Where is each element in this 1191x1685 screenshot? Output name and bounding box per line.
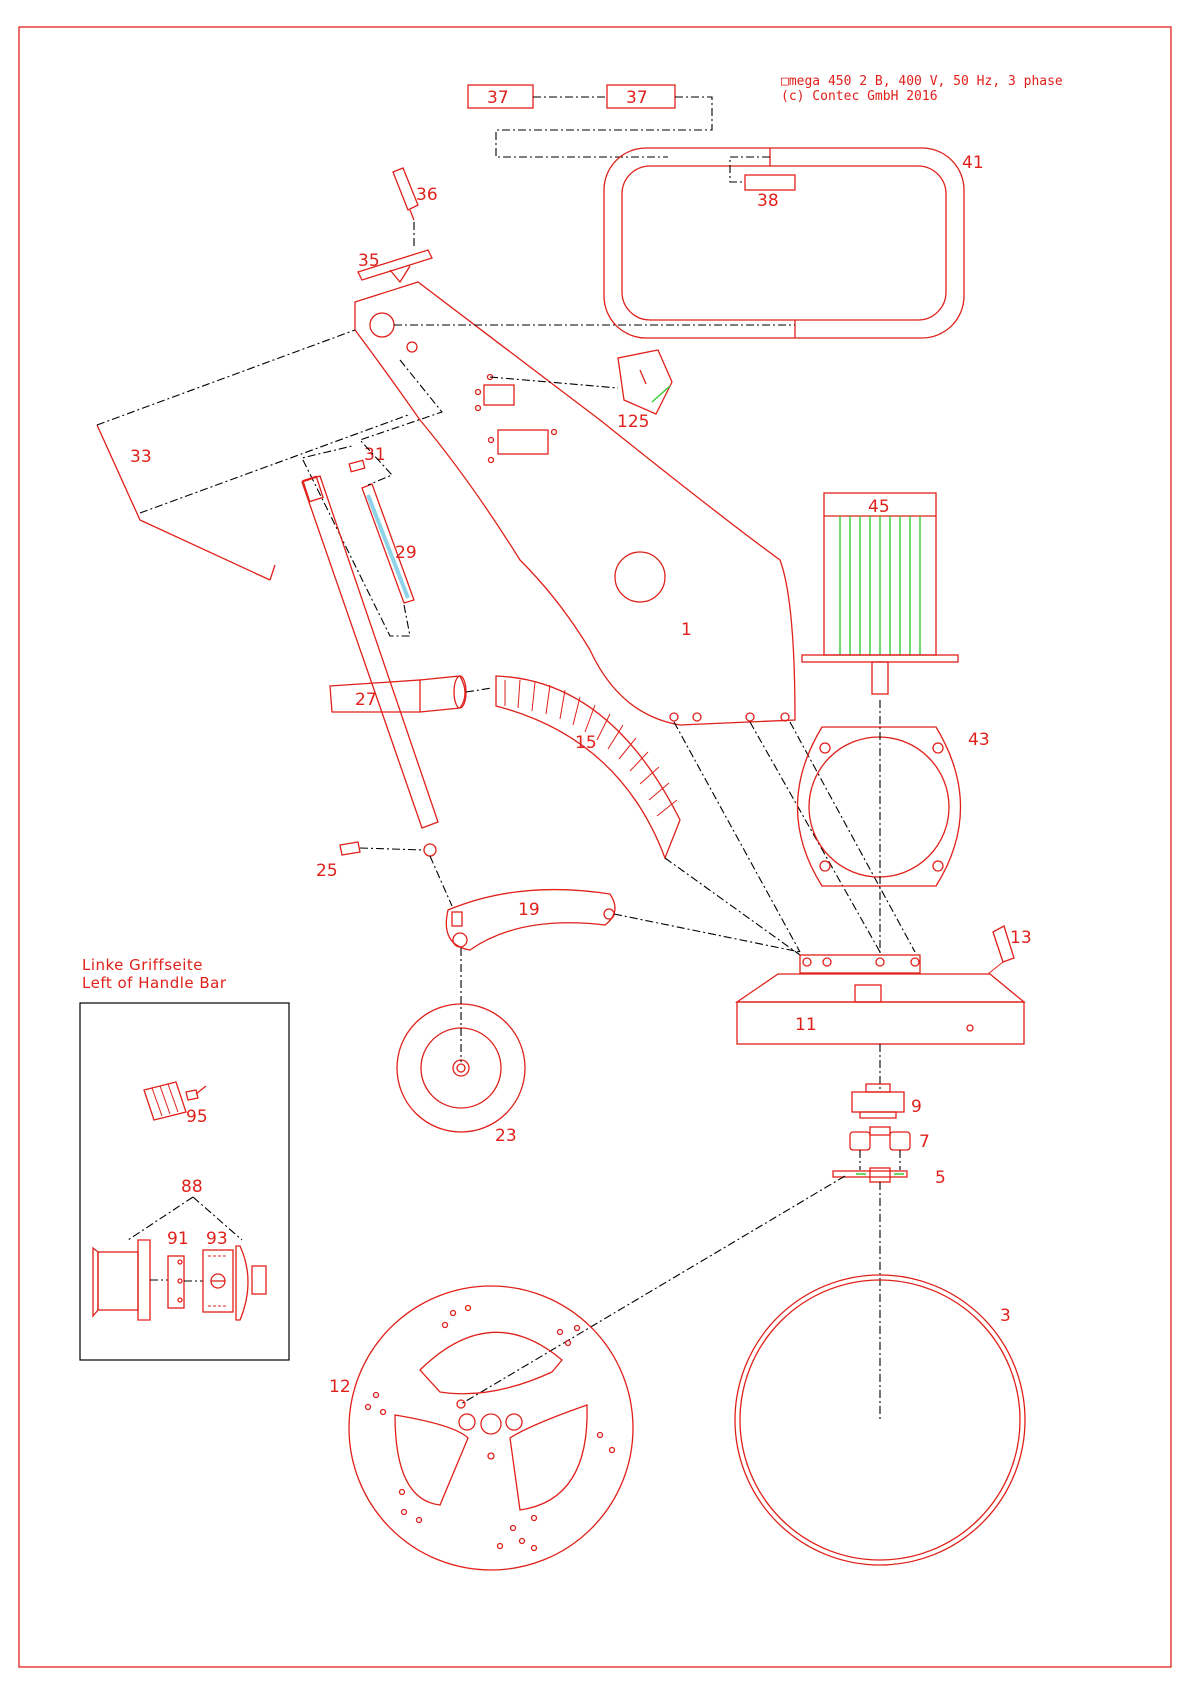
- label-43: 43: [968, 730, 990, 750]
- part-88-knob: [236, 1246, 266, 1320]
- part-11-base: 11: [737, 955, 1024, 1044]
- label-15: 15: [575, 733, 597, 753]
- label-7: 7: [919, 1132, 930, 1152]
- part-88-housing: [93, 1240, 168, 1320]
- inset-caption-en: Left of Handle Bar: [82, 974, 227, 992]
- label-5: 5: [935, 1168, 946, 1188]
- part-38: 38: [730, 157, 795, 211]
- label-25: 25: [316, 861, 338, 881]
- part-3-pad: 3: [735, 1275, 1025, 1565]
- label-29: 29: [395, 543, 417, 563]
- header-model-line: □mega 450 2 B, 400 V, 50 Hz, 3 phase: [781, 74, 1063, 89]
- part-41-frame: 41: [604, 148, 984, 338]
- part-37-right: 37: [607, 85, 675, 108]
- part-125: 125: [617, 350, 672, 432]
- label-19: 19: [518, 900, 540, 920]
- label-88: 88: [181, 1177, 203, 1197]
- part-23-wheel: 23: [397, 1004, 525, 1146]
- part-91: 91: [167, 1229, 189, 1308]
- label-13: 13: [1010, 928, 1032, 948]
- label-36: 36: [416, 185, 438, 205]
- label-3: 3: [1000, 1306, 1011, 1326]
- label-45: 45: [868, 497, 890, 517]
- part-19-arm: 19: [446, 890, 615, 950]
- page-border: [19, 27, 1171, 1667]
- label-95: 95: [186, 1107, 208, 1127]
- label-12: 12: [329, 1377, 351, 1397]
- label-35: 35: [358, 251, 380, 271]
- part-13: 13: [993, 926, 1032, 962]
- part-25: 25: [316, 842, 360, 881]
- label-1: 1: [681, 620, 692, 640]
- part-36: 36: [393, 168, 438, 220]
- label-37-right: 37: [626, 88, 648, 108]
- part-5: 5: [833, 1168, 946, 1188]
- part-29: 29: [362, 484, 417, 603]
- label-33: 33: [130, 447, 152, 467]
- part-43-ring: 43: [798, 727, 990, 886]
- label-41: 41: [962, 153, 984, 173]
- part-45-motor: 45: [802, 493, 958, 694]
- part-93: 93: [203, 1229, 233, 1312]
- part-95: 95: [144, 1082, 208, 1127]
- part-31: 31: [349, 445, 385, 472]
- label-23: 23: [495, 1126, 517, 1146]
- label-38: 38: [757, 191, 779, 211]
- label-9: 9: [911, 1097, 922, 1117]
- part-7: 7: [850, 1127, 930, 1170]
- part-15-bellows: 15: [496, 676, 680, 858]
- label-93: 93: [206, 1229, 228, 1249]
- part-27-handlebar: 27: [302, 476, 466, 828]
- inset-caption-de: Linke Griffseite: [82, 956, 203, 974]
- label-11: 11: [795, 1015, 817, 1035]
- label-91: 91: [167, 1229, 189, 1249]
- part-33: 33: [97, 425, 275, 580]
- header-copyright-line: (c) Contec GmbH 2016: [781, 89, 938, 104]
- part-1-housing: 1: [355, 282, 795, 725]
- label-125: 125: [617, 412, 649, 432]
- label-37-left: 37: [487, 88, 509, 108]
- part-37-left: 37: [468, 85, 533, 108]
- part-9: 9: [852, 1084, 922, 1118]
- label-27: 27: [355, 690, 377, 710]
- part-35: 35: [358, 250, 432, 282]
